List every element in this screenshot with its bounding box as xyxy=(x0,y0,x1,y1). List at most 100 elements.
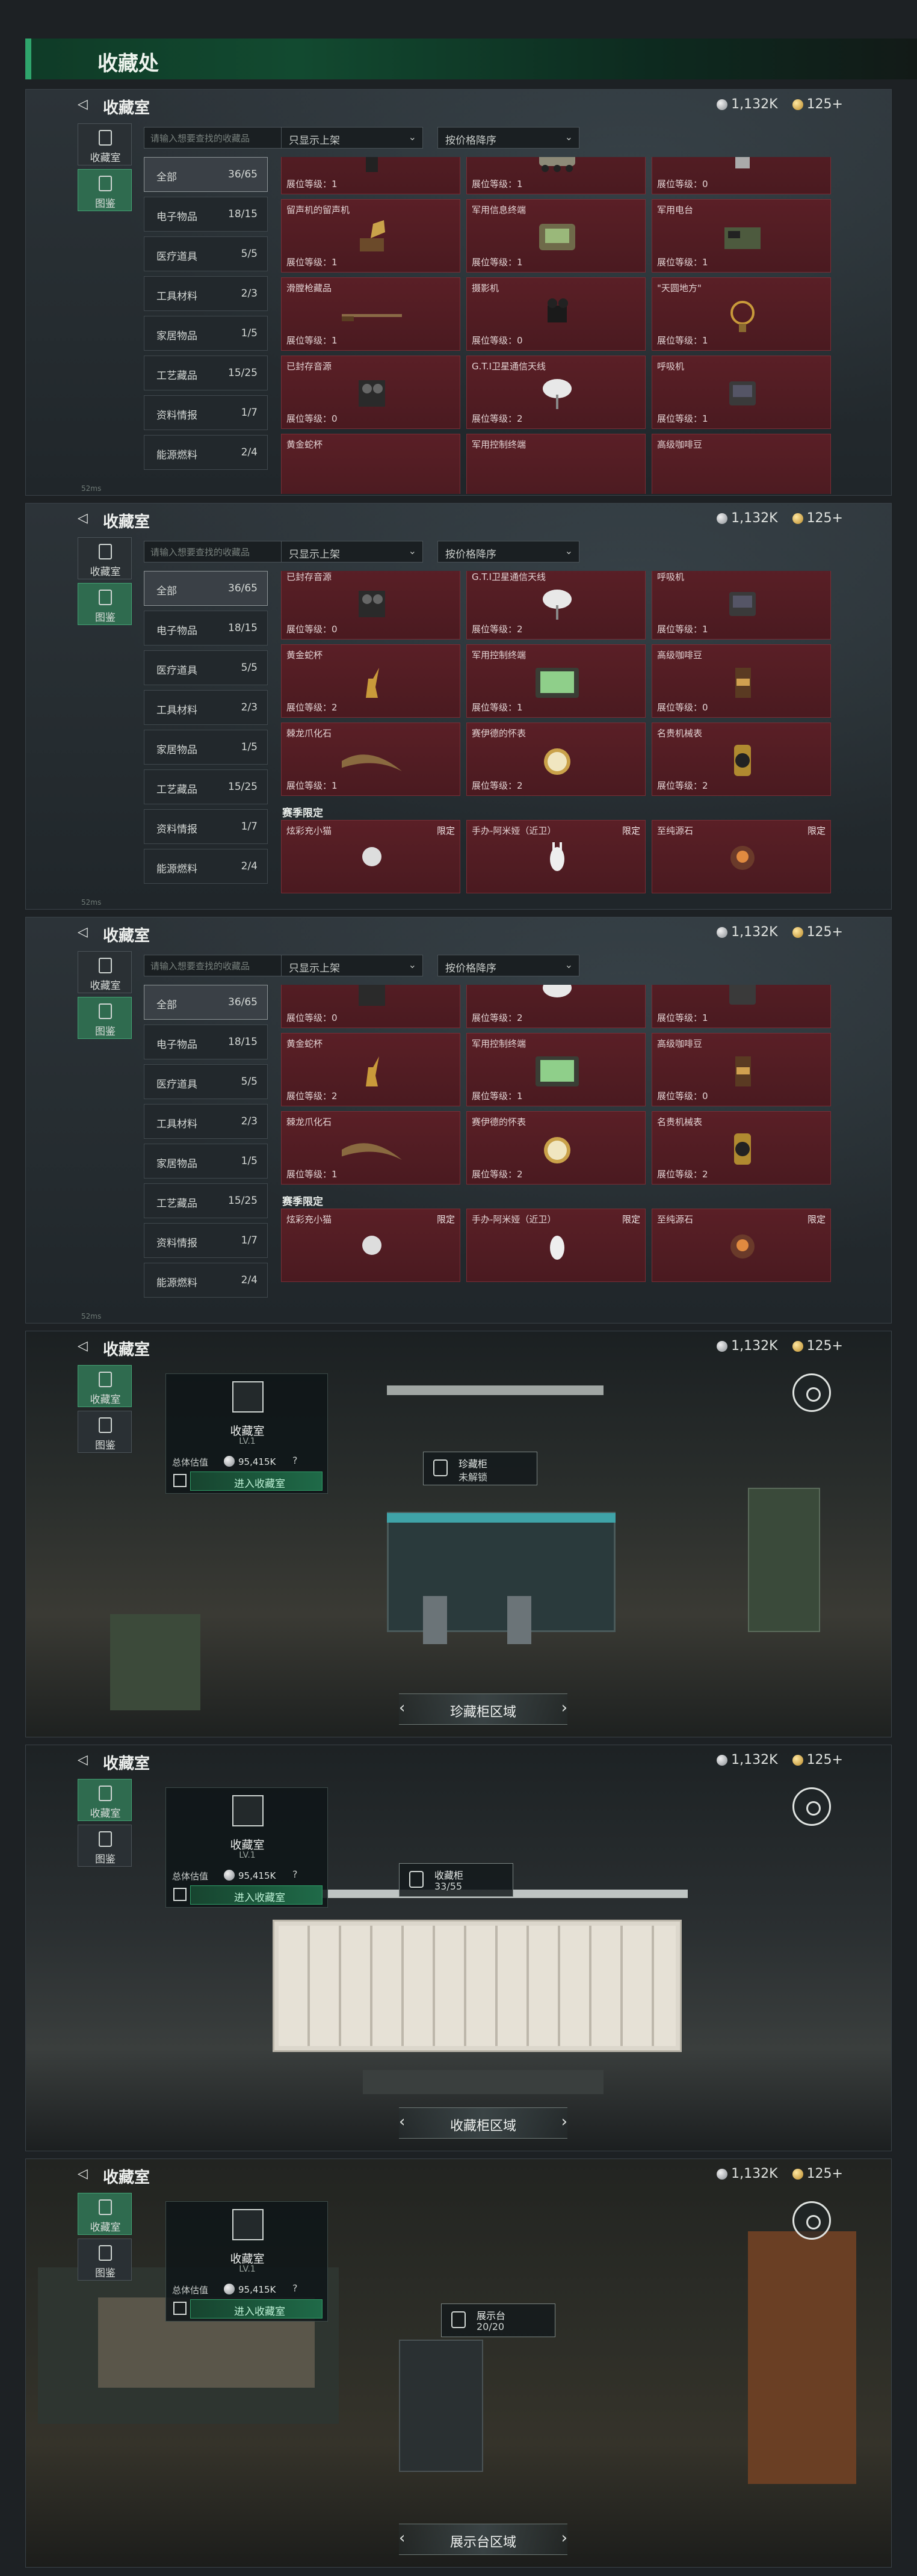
item-card[interactable]: G.T.I卫星通信天线展位等级：2 xyxy=(466,356,646,429)
location-tag[interactable]: 收藏柜 33/55 xyxy=(399,1863,513,1897)
camera-view-button[interactable] xyxy=(792,2201,831,2240)
sort-dropdown[interactable]: 按价格降序⌄ xyxy=(437,541,579,562)
item-card[interactable]: 名贵机械表展位等级：2 xyxy=(652,1111,831,1185)
search-input[interactable]: 请输入想要查找的收藏品 xyxy=(144,541,292,562)
item-card[interactable]: 高级咖啡豆 xyxy=(652,434,831,494)
item-card[interactable]: 手办-阿米娅（近卫）限定 xyxy=(466,1209,646,1282)
search-input[interactable]: 请输入想要查找的收藏品 xyxy=(144,127,292,149)
item-card[interactable]: 黄金蛇杯展位等级：2 xyxy=(281,1033,460,1106)
filter-dropdown[interactable]: 只显示上架⌄ xyxy=(281,955,423,976)
side-tab-collection-room[interactable]: 收藏室 xyxy=(78,2193,132,2235)
sort-dropdown[interactable]: 按价格降序⌄ xyxy=(437,127,579,149)
item-card[interactable]: 炫彩充小猫限定 xyxy=(281,820,460,893)
side-tab-codex[interactable]: 图鉴 xyxy=(78,997,132,1039)
area-switch-button[interactable]: ‹ 珍藏柜区域 › xyxy=(399,1693,567,1725)
item-card[interactable]: 炫彩充小猫限定 xyxy=(281,1209,460,1282)
item-card[interactable]: 已封存音源展位等级：0 xyxy=(281,356,460,429)
side-tab-codex[interactable]: 图鉴 xyxy=(78,2239,132,2281)
side-tab-codex[interactable]: 图鉴 xyxy=(78,1825,132,1867)
chevron-right-icon[interactable]: › xyxy=(561,2113,567,2131)
side-tab-codex[interactable]: 图鉴 xyxy=(78,169,132,211)
enter-room-button[interactable]: 进入收藏室 xyxy=(190,1471,323,1491)
item-card[interactable]: 名贵机械表展位等级：2 xyxy=(652,723,831,796)
chevron-right-icon[interactable]: › xyxy=(561,2529,567,2547)
item-card[interactable]: 手办-阿米娅（近卫）限定 xyxy=(466,820,646,893)
back-arrow-icon[interactable]: ◁ xyxy=(78,925,88,940)
item-card[interactable]: 展位等级：0 xyxy=(281,985,460,1028)
side-tab-codex[interactable]: 图鉴 xyxy=(78,1411,132,1453)
side-tab-collection-room[interactable]: 收藏室 xyxy=(78,537,132,579)
item-card[interactable]: G.T.I卫星通信天线展位等级：2 xyxy=(466,571,646,639)
item-card[interactable]: 展位等级：1 xyxy=(652,985,831,1028)
item-card[interactable]: 展位等级：0 xyxy=(652,157,831,194)
area-switch-button[interactable]: ‹ 展示台区域 › xyxy=(399,2524,567,2555)
side-tab-collection-room[interactable]: 收藏室 xyxy=(78,1779,132,1821)
location-tag[interactable]: 展示台 20/20 xyxy=(441,2303,555,2337)
item-card[interactable]: 军用控制终端展位等级：1 xyxy=(466,1033,646,1106)
filter-dropdown[interactable]: 只显示上架⌄ xyxy=(281,541,423,562)
item-card[interactable]: 军用控制终端展位等级：1 xyxy=(466,644,646,718)
enter-room-button[interactable]: 进入收藏室 xyxy=(190,1885,323,1905)
side-tab-collection-room[interactable]: 收藏室 xyxy=(78,1365,132,1407)
back-arrow-icon[interactable]: ◁ xyxy=(78,511,88,526)
help-icon[interactable]: ? xyxy=(292,1455,298,1466)
item-card[interactable]: 已封存音源展位等级：0 xyxy=(281,571,460,639)
back-arrow-icon[interactable]: ◁ xyxy=(78,97,88,112)
back-arrow-icon[interactable]: ◁ xyxy=(78,1339,88,1354)
search-input[interactable]: 请输入想要查找的收藏品 xyxy=(144,955,292,976)
share-icon[interactable] xyxy=(173,2302,187,2315)
item-card[interactable]: 至纯源石限定 xyxy=(652,1209,831,1282)
chevron-left-icon[interactable]: ‹ xyxy=(399,2113,406,2131)
item-card[interactable]: 棘龙爪化石展位等级：1 xyxy=(281,1111,460,1185)
item-card[interactable]: 展位等级：2 xyxy=(466,985,646,1028)
item-card[interactable]: 赛伊德的怀表展位等级：2 xyxy=(466,1111,646,1185)
item-card[interactable]: 军用电台展位等级：1 xyxy=(652,199,831,273)
item-card[interactable]: 军用信息终端展位等级：1 xyxy=(466,199,646,273)
filter-dropdown[interactable]: 只显示上架⌄ xyxy=(281,127,423,149)
item-card[interactable]: 高级咖啡豆展位等级：0 xyxy=(652,1033,831,1106)
item-card[interactable]: 棘龙爪化石展位等级：1 xyxy=(281,723,460,796)
chevron-right-icon[interactable]: › xyxy=(561,1699,567,1717)
side-tab-collection-room[interactable]: 收藏室 xyxy=(78,123,132,165)
back-arrow-icon[interactable]: ◁ xyxy=(78,2166,88,2181)
item-card[interactable]: 留声机的留声机展位等级：1 xyxy=(281,199,460,273)
camera-view-button[interactable] xyxy=(792,1373,831,1412)
area-switch-button[interactable]: ‹ 收藏柜区域 › xyxy=(399,2107,567,2139)
item-card[interactable]: 滑膛枪藏品展位等级：1 xyxy=(281,277,460,351)
item-card[interactable]: 黄金蛇杯展位等级：2 xyxy=(281,644,460,718)
item-card[interactable]: 至纯源石限定 xyxy=(652,820,831,893)
help-icon[interactable]: ? xyxy=(292,1869,298,1880)
item-card[interactable]: 军用控制终端 xyxy=(466,434,646,494)
chevron-left-icon[interactable]: ‹ xyxy=(399,1699,406,1717)
item-card[interactable]: 赛伊德的怀表展位等级：2 xyxy=(466,723,646,796)
camera-view-button[interactable] xyxy=(792,1787,831,1826)
chevron-left-icon[interactable]: ‹ xyxy=(399,2529,406,2547)
sort-dropdown[interactable]: 按价格降序⌄ xyxy=(437,955,579,976)
item-card[interactable]: 呼吸机展位等级：1 xyxy=(652,571,831,639)
side-tab-collection-room[interactable]: 收藏室 xyxy=(78,951,132,993)
item-card[interactable]: 高级咖啡豆展位等级：0 xyxy=(652,644,831,718)
share-icon[interactable] xyxy=(173,1888,187,1901)
